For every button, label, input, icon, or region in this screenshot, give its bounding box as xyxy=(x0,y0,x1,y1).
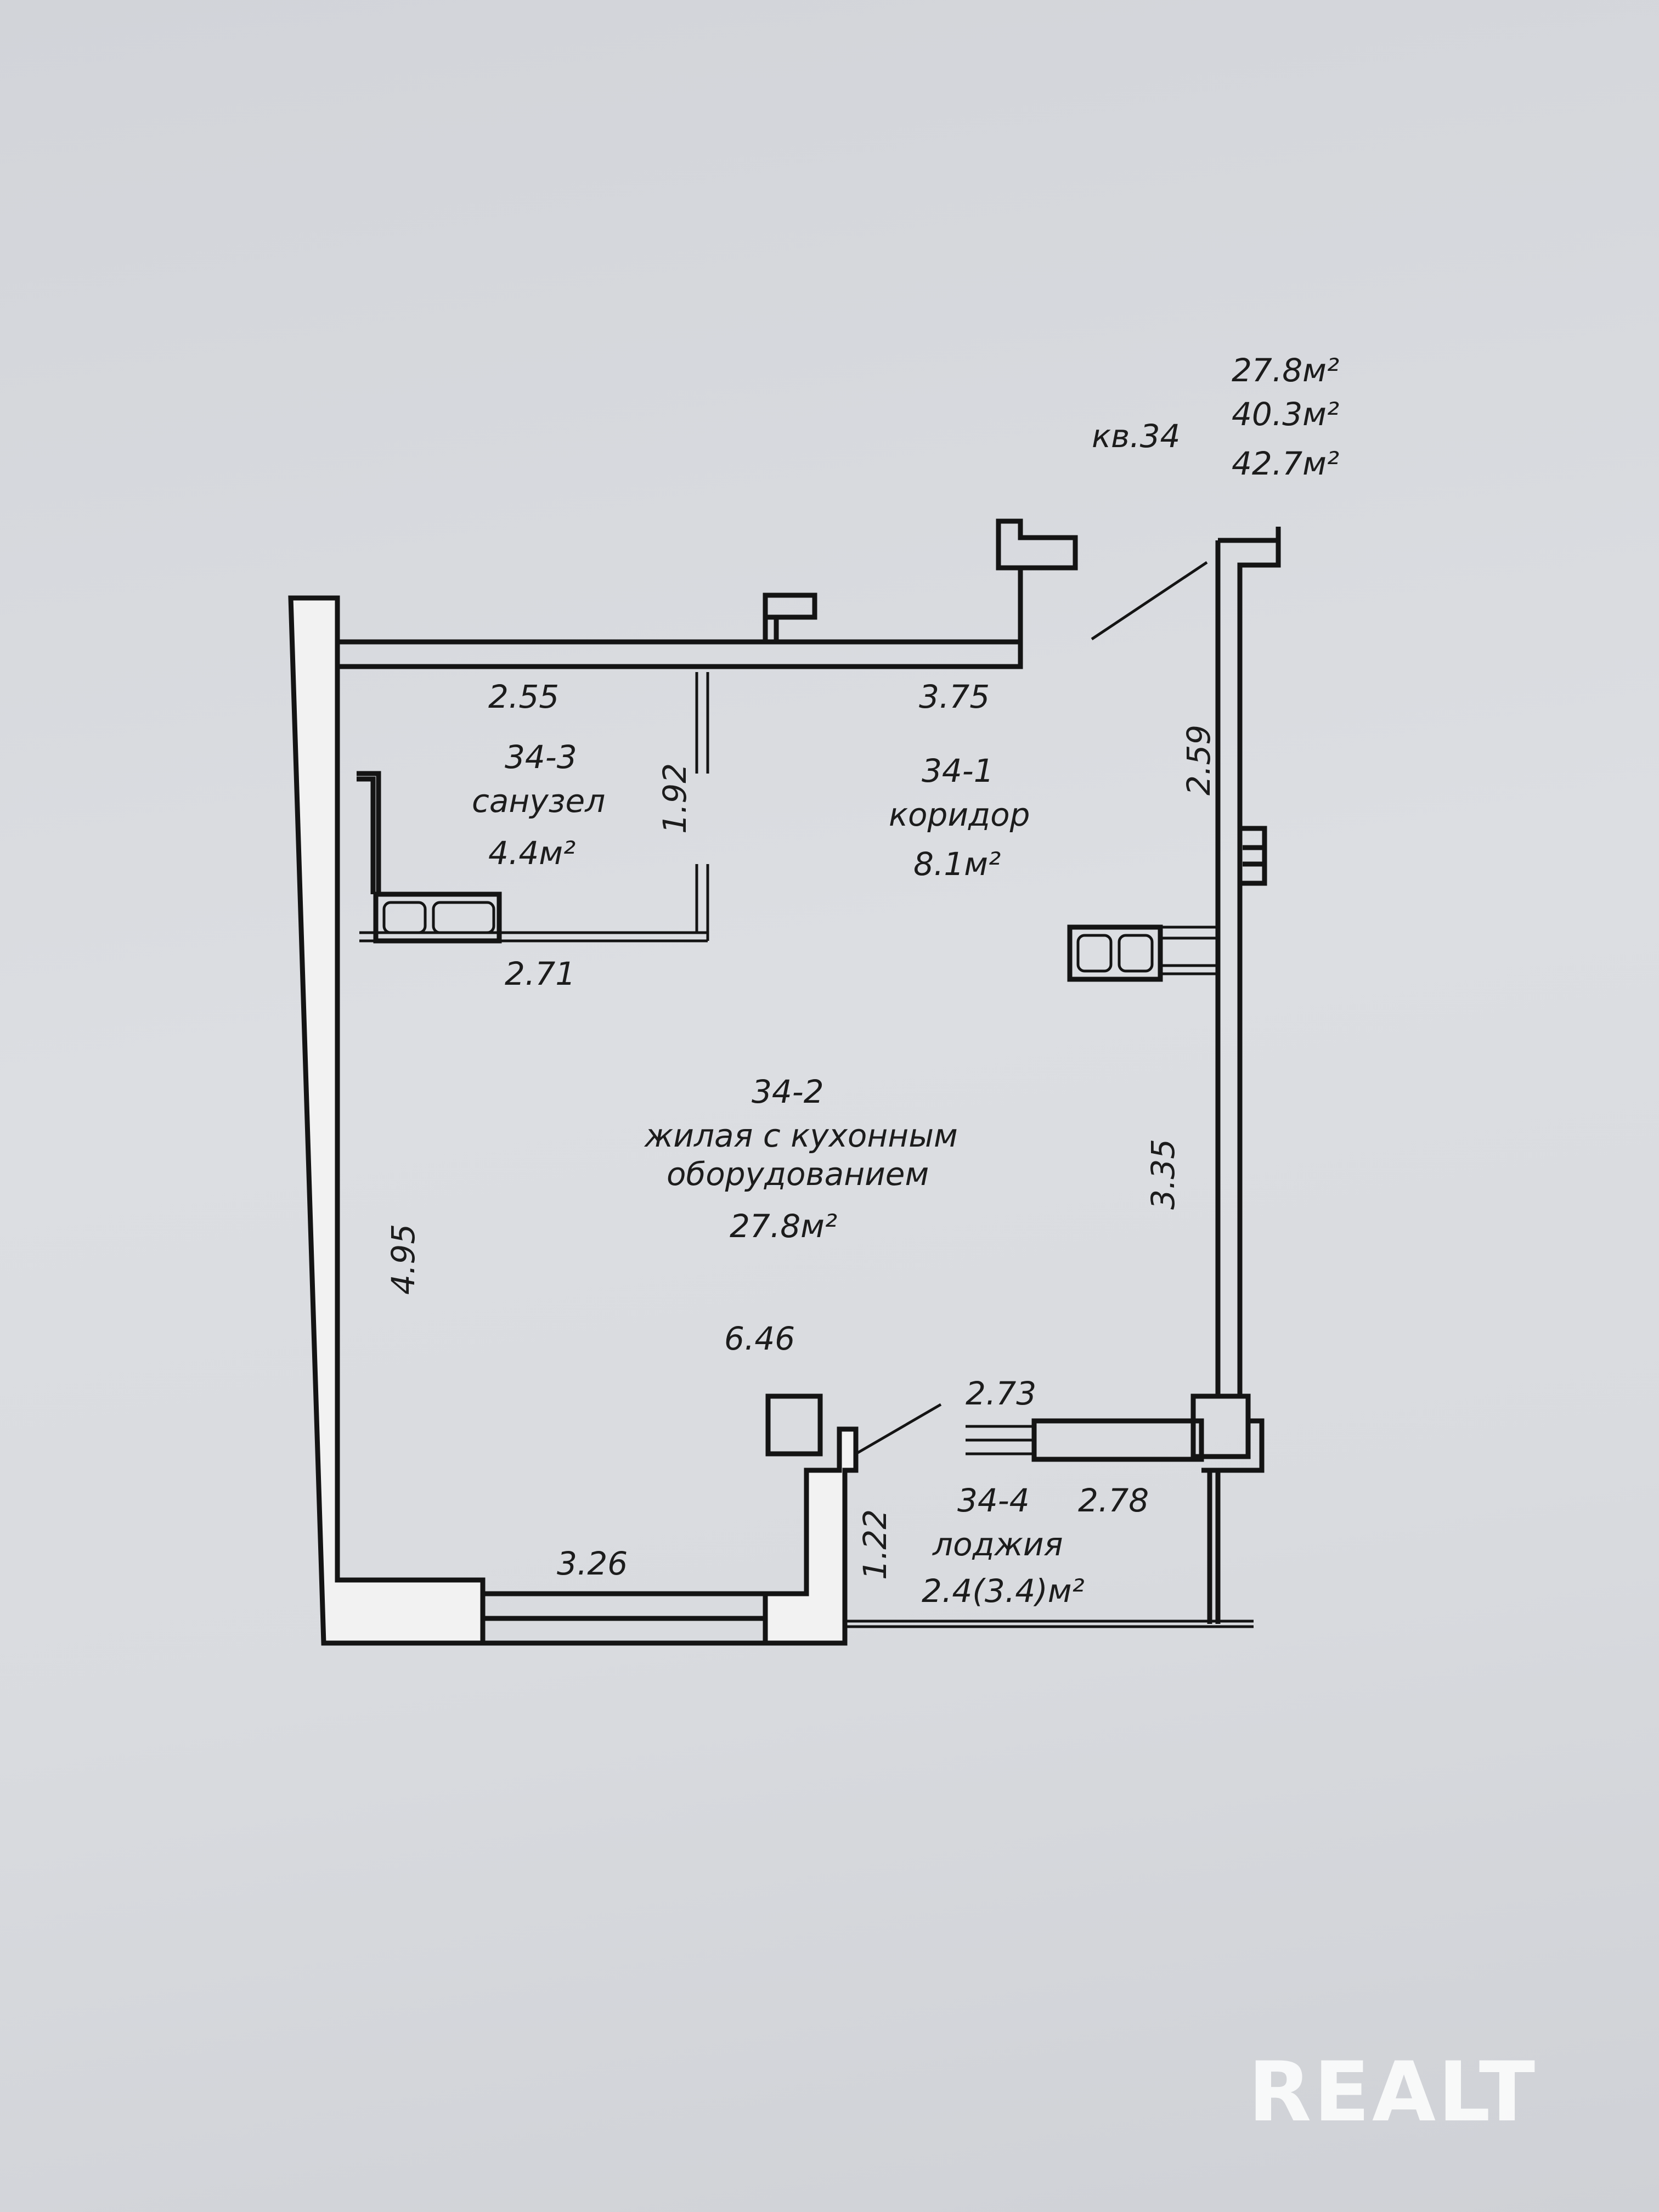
bathroom-fixtures xyxy=(373,891,502,944)
kitchen-unit xyxy=(1067,924,1163,982)
dim-room-width: 6.46 xyxy=(724,1320,795,1357)
dim-corridor-top: 3.75 xyxy=(919,678,990,715)
loggia-column xyxy=(763,1426,859,1646)
kitchen-pipe xyxy=(1160,926,1218,975)
loggia-door xyxy=(966,1425,1034,1455)
apartment-area-total: 40.3м² xyxy=(1232,396,1339,433)
dim-bath-height: 1.92 xyxy=(656,763,693,834)
dim-loggia-depth: 1.22 xyxy=(856,1509,894,1580)
loggia-corner-column xyxy=(1190,1393,1251,1459)
living-id: 34-2 xyxy=(752,1073,824,1110)
living-name-line2: оборудованием xyxy=(667,1155,929,1193)
bathroom-id: 34-3 xyxy=(505,738,577,776)
left-exterior-wall xyxy=(288,595,486,1646)
toilet-shape xyxy=(432,901,495,934)
dim-bottom: 3.26 xyxy=(557,1545,628,1582)
bathroom-shaft xyxy=(357,771,381,894)
loggia-rail xyxy=(845,1620,1254,1628)
loggia-id: 34-4 xyxy=(957,1482,1030,1519)
room-column xyxy=(765,1393,823,1457)
dim-loggia-top: 2.73 xyxy=(966,1375,1036,1412)
bathroom-area: 4.4м² xyxy=(488,834,575,872)
loggia-leader-line xyxy=(855,1403,942,1455)
dim-right-lower: 3.35 xyxy=(1144,1139,1182,1210)
bottom-window xyxy=(483,1591,765,1646)
loggia-name: лоджия xyxy=(932,1526,1063,1563)
watermark-logo: REALT xyxy=(1248,2045,1537,2140)
loggia-area: 2.4(3.4)м² xyxy=(922,1572,1085,1610)
corridor-name: коридор xyxy=(889,796,1030,833)
dim-right-upper: 2.59 xyxy=(1180,725,1217,795)
kitchen-sink-shape xyxy=(1076,934,1113,973)
bathroom-partition xyxy=(359,672,709,943)
dim-loggia-width: 2.78 xyxy=(1078,1482,1149,1519)
living-name-line1: жилая с кухонным xyxy=(644,1117,958,1154)
top-wall xyxy=(337,518,1078,669)
top-vent-box xyxy=(763,592,817,642)
apartment-leader-line xyxy=(1091,561,1208,641)
corridor-area: 8.1м² xyxy=(913,845,1001,883)
loggia-wall xyxy=(1031,1418,1204,1462)
right-wall xyxy=(1215,527,1281,1396)
apartment-number: кв.34 xyxy=(1092,417,1180,455)
apartment-area-with-loggia: 42.7м² xyxy=(1232,445,1339,482)
loggia-side xyxy=(1201,1418,1265,1624)
bathroom-name: санузел xyxy=(472,782,605,820)
living-area: 27.8м² xyxy=(730,1207,837,1245)
sink-shape xyxy=(382,901,427,934)
dim-bath-top: 2.55 xyxy=(488,678,559,715)
dim-bath-bottom: 2.71 xyxy=(505,955,575,992)
right-wall-niche xyxy=(1240,826,1267,886)
kitchen-stove-shape xyxy=(1118,934,1154,973)
corridor-id: 34-1 xyxy=(922,752,994,789)
apartment-area-living: 27.8м² xyxy=(1232,352,1339,389)
dim-left: 4.95 xyxy=(385,1224,422,1295)
